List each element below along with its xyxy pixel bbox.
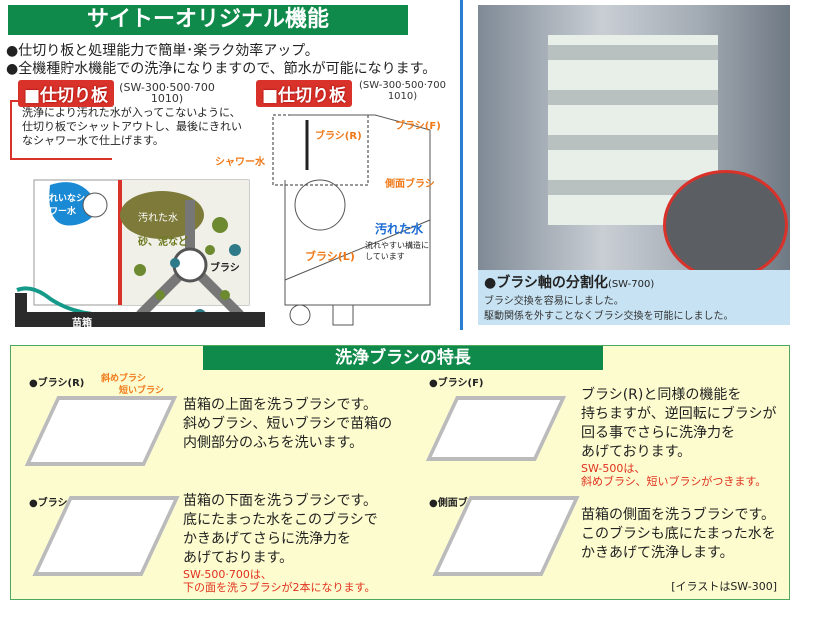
note-line: SW-500·700は、: [183, 568, 272, 581]
brush-r-label: ブラシ(R): [315, 131, 362, 142]
note-line: 下の面を洗うブラシが2本になります。: [183, 581, 376, 594]
brush-f-note: SW-500は、 斜めブラシ、短いブラシがつきます。: [581, 462, 766, 488]
text-line: 底にたまった水をこのブラシで: [183, 512, 378, 528]
machine-svg: [272, 114, 431, 326]
brush-features-panel: 洗浄ブラシの特長 ●ブラシ(R) 斜めブラシ 短いブラシ 苗箱の上面を洗うブラシ…: [10, 345, 790, 600]
tray-illustration-r: [24, 396, 178, 466]
dirty-water-label: 汚れた水: [375, 222, 424, 236]
caption-title-row: ●ブラシ軸の分割化(SW-700): [484, 272, 784, 292]
seedling-box-label: 苗箱: [72, 318, 92, 329]
brush-label: ブラシ: [210, 263, 240, 274]
desc-line: 仕切り板でシャットアウトし、最後にきれい: [22, 120, 242, 133]
sand-mud-label: 砂、泥など: [138, 237, 188, 248]
text-line: 持ちますが、逆回転にブラシが: [581, 406, 777, 422]
models-left: (SW-300·500·700 1010): [112, 82, 222, 104]
section-title: サイトーオリジナル機能: [8, 5, 408, 35]
flow-note-line: 流れやすい構造に: [365, 241, 429, 250]
side-brush-text: 苗箱の側面を洗うブラシです。 このブラシも底にたまった水を かきあげて洗浄します…: [581, 506, 776, 563]
brush-r-text: 苗箱の上面を洗うブラシです。 斜めブラシ、短いブラシで苗箱の 内側部分のふちを洗…: [183, 396, 392, 453]
flow-note: 流れやすい構造に しています: [365, 240, 429, 262]
caption-model: (SW-700): [607, 279, 655, 290]
tray-illustration-f: [425, 396, 567, 461]
brush-shaft-photo: ●ブラシ軸の分割化(SW-700) ブラシ交換を容易にしました。 駆動関係を外す…: [478, 5, 790, 325]
side-brush-label: ●側面ブラシ: [429, 498, 488, 509]
clean-water-label: きれいなシャワー水: [40, 194, 86, 217]
text-line: 回る事でさらに洗浄力を: [581, 425, 735, 441]
caption-line: 駆動関係を外すことなくブラシ交換を可能にしました。: [484, 311, 734, 322]
callout-short: 短いブラシ: [119, 386, 164, 396]
bullet-1: ●仕切り板と処理能力で簡単･楽ラク効率アップ。: [6, 43, 319, 59]
bullet-2: ●全機種貯水機能での洗浄になりますので、節水が可能になります。: [6, 61, 437, 77]
vertical-divider: [460, 0, 463, 330]
caption-line: ブラシ交換を容易にしました。: [484, 296, 624, 307]
flow-note-line: しています: [365, 252, 405, 261]
shower-label: シャワー水: [215, 157, 265, 168]
models-line1: (SW-300·500·700: [359, 80, 446, 91]
desc-line: 洗浄により汚れた水が入ってこないように、: [22, 106, 241, 119]
desc-line: なシャワー水で仕上げます。: [22, 134, 164, 147]
partition-heading-left: ■仕切り板: [18, 80, 115, 107]
models-line1: (SW-300·500·700: [119, 81, 215, 94]
caption-title: ●ブラシ軸の分割化: [484, 275, 608, 291]
brush-f-text: ブラシ(R)と同様の機能を 持ちますが、逆回転にブラシが 回る事でさらに洗浄力を…: [581, 386, 776, 462]
callout-diagonal: 斜めブラシ: [101, 374, 146, 384]
brush-r-label: ●ブラシ(R): [29, 378, 85, 389]
models-line2: 1010): [150, 92, 184, 105]
models-right: (SW-300·500·700 1010): [350, 80, 455, 102]
illustration-footnote: [イラストはSW-300]: [671, 580, 777, 593]
text-line: 苗箱の側面を洗うブラシです。: [581, 507, 776, 523]
text-line: かきあげて洗浄します。: [581, 545, 734, 561]
machine-diagram: ブラシ(R) ブラシ(F) シャワー水 側面ブラシ 汚れた水 流れやすい構造に …: [215, 100, 460, 330]
dirty-water-label: 汚れた水: [138, 213, 178, 224]
features-title: 洗浄ブラシの特長: [203, 346, 603, 370]
diagram-svg: [15, 179, 265, 327]
brush-l-label: ブラシ(L): [305, 250, 355, 263]
partition-heading-right: ■仕切り板: [256, 80, 353, 107]
brush-l-note: SW-500·700は、 下の面を洗うブラシが2本になります。: [183, 568, 375, 594]
models-line2: 1010): [387, 91, 418, 102]
note-line: SW-500は、: [581, 462, 646, 475]
text-line: 苗箱の下面を洗うブラシです。: [183, 493, 378, 509]
partition-description: 洗浄により汚れた水が入ってこないように、 仕切り板でシャットアウトし、最後にきれ…: [22, 106, 242, 148]
callout-line: [10, 158, 112, 160]
text-line: あげております。: [581, 444, 692, 460]
text-line: あげております。: [183, 550, 294, 566]
zoom-inset: [663, 170, 788, 280]
callout-line: [10, 100, 18, 160]
brush-f-label: ブラシ(F): [395, 121, 441, 132]
partition-diagram: きれいなシャワー水 汚れた水 砂、泥など ブラシ 苗箱: [10, 175, 265, 330]
text-line: ブラシ(R)と同様の機能を: [581, 387, 742, 403]
text-line: 斜めブラシ、短いブラシで苗箱の: [183, 416, 393, 432]
text-line: 内側部分のふちを洗います。: [183, 435, 364, 451]
photo-caption: ●ブラシ軸の分割化(SW-700) ブラシ交換を容易にしました。 駆動関係を外す…: [478, 270, 790, 325]
text-line: かきあげてさらに洗浄力を: [183, 531, 351, 547]
brush-f-label: ●ブラシ(F): [429, 378, 484, 389]
partition-board: [118, 180, 122, 305]
brush-l-text: 苗箱の下面を洗うブラシです。 底にたまった水をこのブラシで かきあげてさらに洗浄…: [183, 492, 378, 568]
side-brush-label: 側面ブラシ: [385, 179, 435, 190]
note-line: 斜めブラシ、短いブラシがつきます。: [581, 475, 767, 488]
text-line: このブラシも底にたまった水を: [581, 526, 776, 542]
brush-l-label: ●ブラシ(L): [29, 498, 84, 509]
text-line: 苗箱の上面を洗うブラシです。: [183, 397, 378, 413]
